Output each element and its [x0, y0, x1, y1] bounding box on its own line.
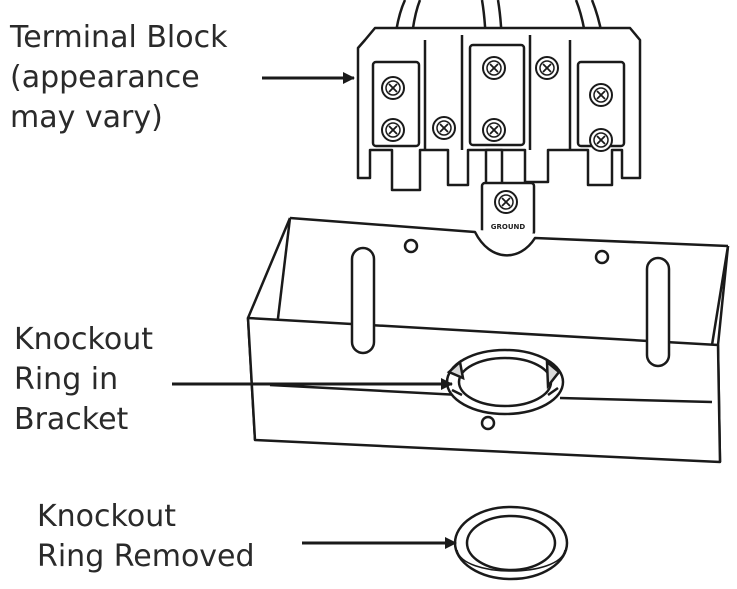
- knockout-removed-label: Knockout Ring Removed: [37, 497, 255, 577]
- knockout-removed-label-line-1: Knockout: [37, 499, 176, 534]
- mounting-bracket: [246, 216, 730, 464]
- knockout-removed-label-line-2: Ring Removed: [37, 539, 255, 574]
- knockout-ring-removed: [453, 505, 569, 581]
- ground-tag: GROUND: [491, 223, 526, 231]
- knockout-ring-in-bracket: [445, 348, 565, 416]
- knockout-in-bracket-label-line-2: Ring in: [14, 362, 119, 397]
- terminal-block-label-line-2: (appearance: [10, 60, 200, 95]
- terminal-block-label: Terminal Block (appearance may vary): [10, 18, 227, 138]
- knockout-in-bracket-label: Knockout Ring in Bracket: [14, 320, 153, 440]
- knockout-in-bracket-label-line-1: Knockout: [14, 322, 153, 357]
- terminal-block: [356, 0, 642, 237]
- terminal-block-label-line-1: Terminal Block: [10, 20, 228, 55]
- knockout-in-bracket-label-line-3: Bracket: [14, 402, 129, 437]
- terminal-block-label-line-3: may vary): [10, 100, 163, 135]
